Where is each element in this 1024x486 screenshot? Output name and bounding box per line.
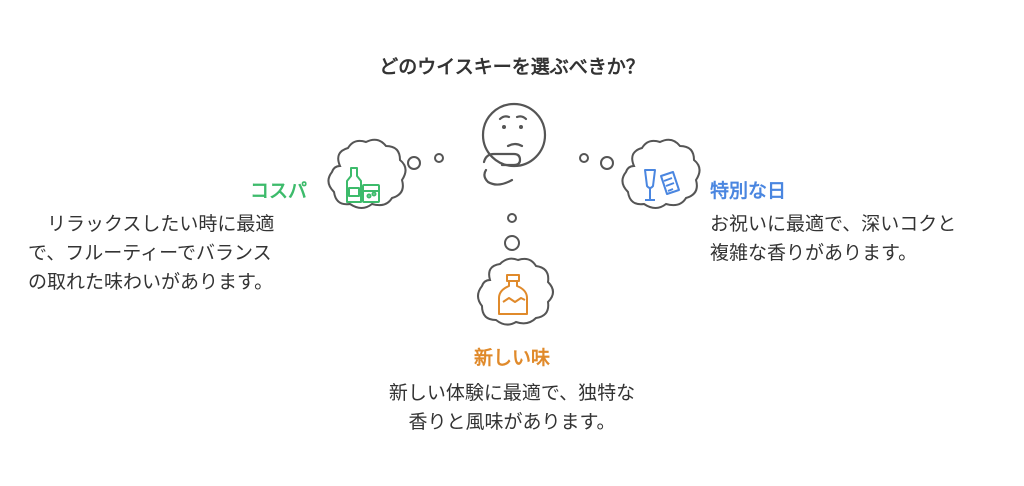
- bottle-icon: [498, 274, 528, 315]
- cloud-bottom: [477, 257, 554, 326]
- option-new-taste-heading: 新しい味: [473, 347, 550, 369]
- cloud-right: [621, 138, 701, 209]
- cloud-left: [327, 138, 407, 209]
- thinking-face-icon: [481, 102, 547, 186]
- diagram-title: どのウイスキーを選ぶべきか？: [379, 56, 645, 78]
- option-special-heading: 特別な日: [710, 180, 787, 202]
- option-cost-heading: コスパ: [250, 180, 308, 202]
- option-cost-description: リラックスしたい時に最適 で、フルーティーでバランス の取れた味わいがあります。: [28, 213, 275, 293]
- champagne-glass-and-menu-icon: [644, 169, 680, 201]
- option-new-taste-description: 新しい体験に最適で、独特な 香りと風味があります。: [388, 382, 636, 433]
- whisky-bottle-and-glass-icon: [346, 167, 380, 203]
- option-special-description: お祝いに最適で、深いコクと 複雑な香りがあります。: [710, 213, 957, 264]
